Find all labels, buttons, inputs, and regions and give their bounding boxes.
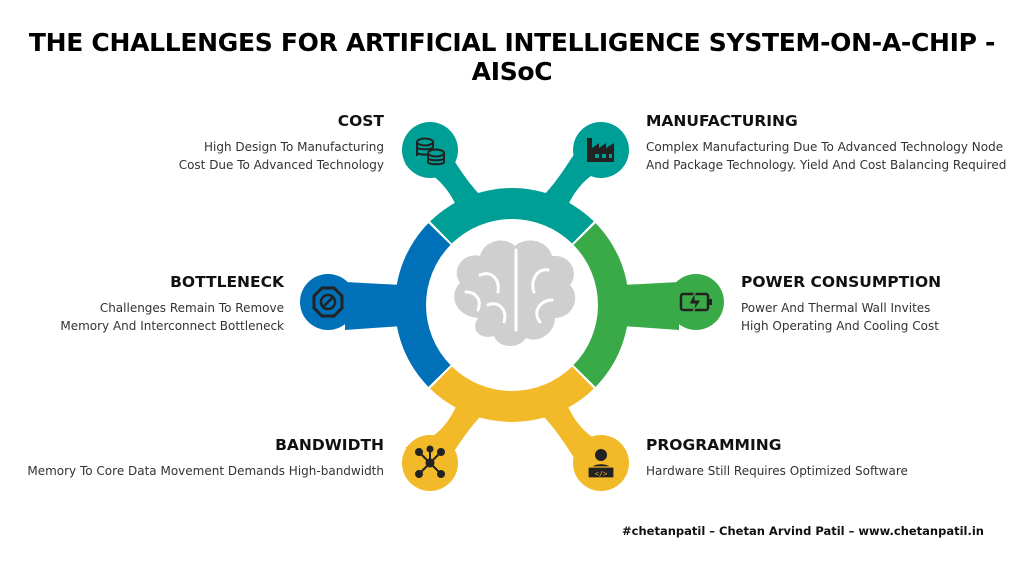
challenge-cost-line-2: Cost Due To Advanced Technology (178, 158, 384, 172)
challenge-bottleneck-line-2: Memory And Interconnect Bottleneck (60, 319, 284, 333)
network-hub-icon (415, 445, 445, 478)
challenge-power: POWER CONSUMPTION Power And Thermal Wall… (741, 273, 941, 335)
stem-bottleneck (345, 282, 402, 330)
factory-icon (587, 138, 614, 162)
ring-segment-bottleneck (395, 223, 451, 387)
page-title: THE CHALLENGES FOR ARTIFICIAL INTELLIGEN… (28, 28, 996, 86)
challenge-bottleneck-line-1: Challenges Remain To Remove (99, 301, 284, 315)
block-icon (312, 286, 344, 318)
challenge-manufacturing-line-2: And Package Technology. Yield And Cost B… (646, 158, 1007, 172)
challenge-cost: COST High Design To Manufacturing Cost D… (179, 112, 384, 174)
challenge-programming-heading: PROGRAMMING (646, 436, 782, 454)
programmer-icon: </> (587, 449, 615, 479)
challenge-cost-line-1: High Design To Manufacturing (204, 140, 384, 154)
challenge-programming: PROGRAMMING Hardware Still Requires Opti… (646, 436, 908, 480)
challenge-manufacturing-heading: MANUFACTURING (646, 112, 798, 130)
challenge-power-line-2: High Operating And Cooling Cost (741, 319, 939, 333)
challenge-bandwidth-heading: BANDWIDTH (275, 436, 384, 454)
challenge-manufacturing: MANUFACTURING Complex Manufacturing Due … (646, 112, 1006, 174)
challenge-power-line-1: Power And Thermal Wall Invites (741, 301, 931, 315)
footer-credit: #chetanpatil – Chetan Arvind Patil – www… (622, 524, 984, 538)
brain-icon (454, 240, 576, 347)
challenge-manufacturing-line-1: Complex Manufacturing Due To Advanced Te… (646, 140, 1004, 154)
challenge-bandwidth: BANDWIDTH Memory To Core Data Movement D… (27, 436, 384, 480)
code-glyph: </> (595, 470, 608, 478)
stem-power (622, 282, 679, 330)
node-programming (573, 435, 629, 491)
battery-charging-icon (679, 291, 712, 313)
challenge-power-heading: POWER CONSUMPTION (741, 273, 942, 291)
challenge-bottleneck: BOTTLENECK Challenges Remain To Remove M… (60, 273, 284, 335)
ring-segment-power (573, 223, 630, 387)
challenge-bottleneck-heading: BOTTLENECK (170, 273, 284, 291)
challenge-cost-heading: COST (337, 112, 384, 130)
coins-icon (416, 137, 445, 166)
challenge-programming-line-1: Hardware Still Requires Optimized Softwa… (646, 464, 908, 478)
challenge-bandwidth-line-1: Memory To Core Data Movement Demands Hig… (27, 464, 384, 478)
